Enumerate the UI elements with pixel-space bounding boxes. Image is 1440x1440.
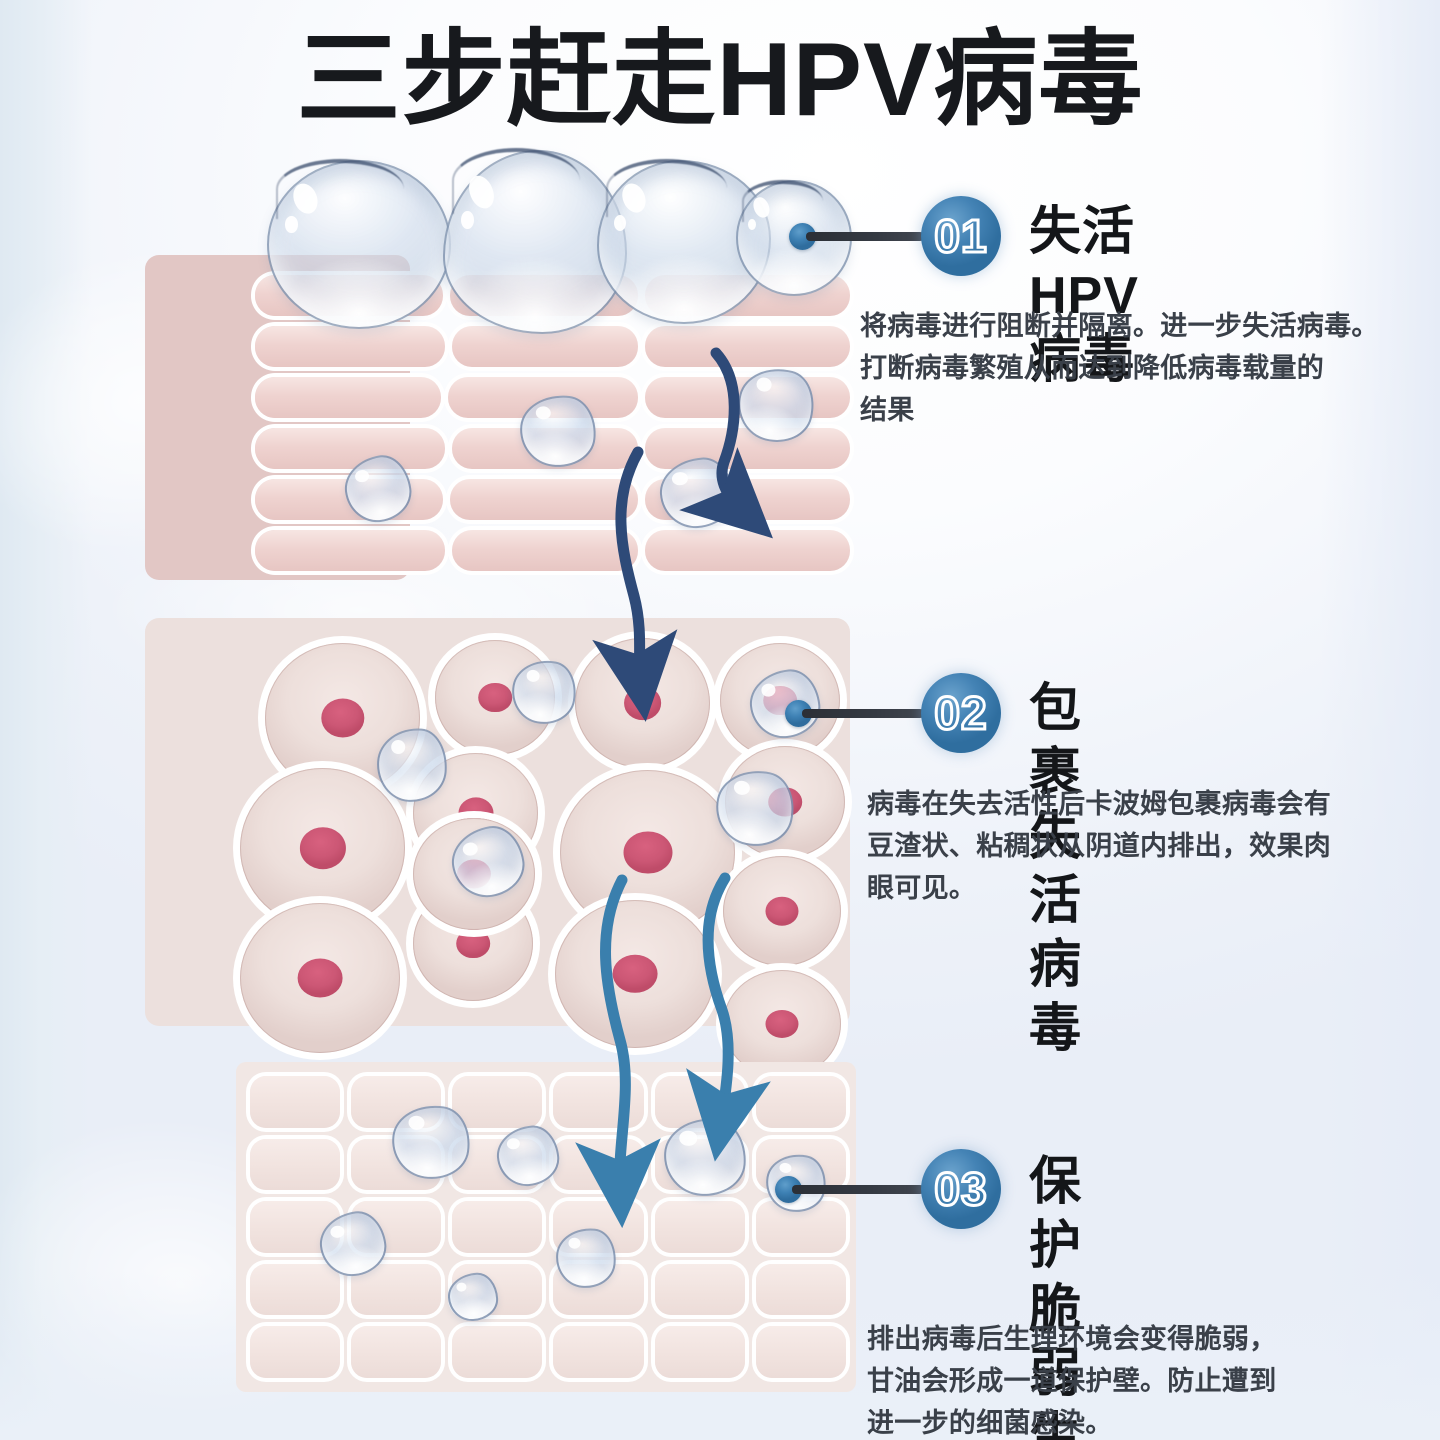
brick-row <box>255 530 850 571</box>
background-left-strip <box>0 0 92 1440</box>
step-body-01: 将病毒进行阻断并隔离。进一步失活病毒。 打断病毒繁殖从而达到降低病毒载量的 结果 <box>860 311 1379 425</box>
grid-cell <box>553 1326 644 1378</box>
step-badge-01[interactable]: 01 <box>921 196 1001 276</box>
grid-cell <box>654 1263 745 1316</box>
step-badge-02[interactable]: 02 <box>921 673 1001 753</box>
brick-cell <box>255 428 445 469</box>
page-title: 三步赶走HPV病毒 <box>296 22 1144 138</box>
grid-cell <box>452 1326 543 1378</box>
brick-cell <box>450 479 638 520</box>
brick-cell <box>255 377 441 418</box>
connector-line-03 <box>792 1185 924 1194</box>
step-title-02: 包裹失活病毒 <box>1029 680 1083 1058</box>
grid-cell <box>654 1201 745 1253</box>
grid-cell <box>452 1076 543 1128</box>
grid-cell <box>755 1263 846 1316</box>
bubble-large <box>267 158 451 329</box>
step-body-03: 排出病毒后生理环境会变得脆弱， 甘油会形成一道保护壁。防止遭到 进一步的细菌感染… <box>867 1324 1277 1438</box>
step-number-03: 03 <box>933 1163 988 1215</box>
step-body-02: 病毒在失去活性后卡波姆包裹病毒会有 豆渣状、粘稠状从阴道内排出，效果肉 眼可见。 <box>867 789 1332 903</box>
grid-cell <box>351 1326 442 1378</box>
grid-cell <box>452 1201 543 1253</box>
grid-cell <box>553 1076 644 1128</box>
oval-cell <box>723 970 841 1078</box>
grid-cell <box>755 1326 846 1378</box>
brick-cell <box>645 428 850 469</box>
connector-line-02 <box>802 709 924 718</box>
step-number-02: 02 <box>933 687 988 739</box>
connector-line-01 <box>806 232 924 241</box>
grid-cell <box>553 1138 644 1191</box>
brick-cell <box>255 530 445 571</box>
grid-cell <box>755 1076 846 1128</box>
step-title-03: 保护脆弱生理 环境 <box>1029 1153 1083 1440</box>
step-title-01: 失活HPV病毒 <box>1029 203 1139 389</box>
step-number-01: 01 <box>933 210 988 262</box>
oval-cell <box>240 768 405 928</box>
brick-cell <box>645 530 850 571</box>
grid-cell <box>250 1263 341 1316</box>
grid-cell <box>654 1326 745 1378</box>
brick-cell <box>255 326 445 367</box>
oval-cell <box>723 856 841 966</box>
background-right-strip <box>1320 0 1440 1440</box>
grid-cell <box>250 1326 341 1378</box>
oval-cell <box>240 903 400 1053</box>
oval-cell <box>575 638 710 768</box>
brick-cell <box>452 530 638 571</box>
grid-cell <box>250 1138 341 1191</box>
brick-cell <box>645 326 850 367</box>
brick-row <box>255 326 850 367</box>
oval-cell <box>555 900 715 1048</box>
step-badge-03[interactable]: 03 <box>921 1149 1001 1229</box>
grid-cell <box>250 1076 341 1128</box>
